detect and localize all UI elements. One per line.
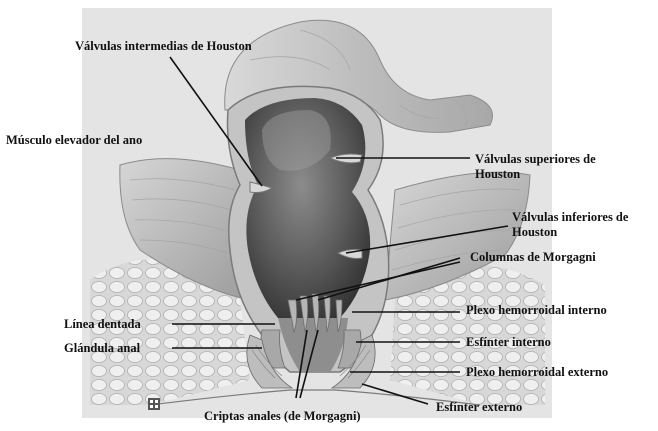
- label-valvulas-intermedias: Válvulas intermedias de Houston: [75, 39, 252, 54]
- label-musculo-elevador: Músculo elevador del ano: [6, 133, 142, 148]
- label-columnas-morgagni: Columnas de Morgagni: [470, 250, 596, 265]
- label-criptas-anales: Criptas anales (de Morgagni): [204, 409, 361, 424]
- label-valvulas-inferiores: Válvulas inferiores de Houston: [512, 210, 657, 240]
- grid-square-icon: [148, 398, 160, 410]
- label-plexo-externo: Plexo hemorroidal externo: [466, 365, 608, 380]
- label-linea-dentada: Línea dentada: [64, 317, 141, 332]
- label-glandula-anal: Glándula anal: [64, 341, 140, 356]
- label-esfinter-externo: Esfínter externo: [436, 400, 522, 415]
- label-plexo-interno: Plexo hemorroidal interno: [466, 303, 607, 318]
- label-esfinter-interno: Esfínter interno: [466, 335, 551, 350]
- label-valvulas-superiores: Válvulas superiores de Houston: [475, 152, 625, 182]
